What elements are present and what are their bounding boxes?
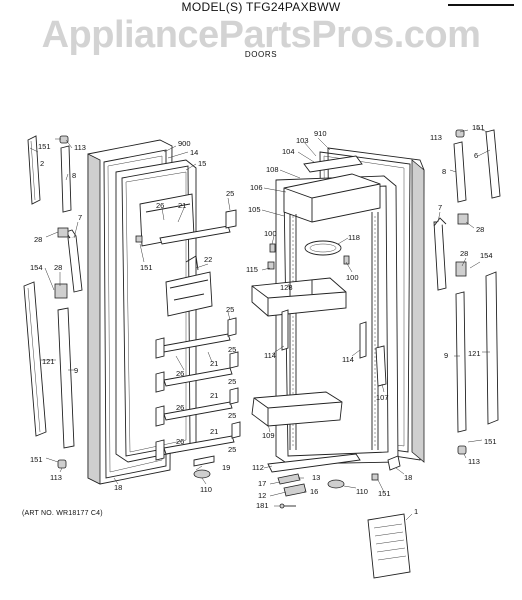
label-25-a: 25 <box>226 189 234 198</box>
label-154-b: 154 <box>480 251 493 260</box>
label-151-e: 151 <box>472 123 485 132</box>
label-17: 17 <box>258 479 266 488</box>
watermark: AppliancePartsPros.com <box>41 14 481 56</box>
label-25-d: 25 <box>228 377 236 386</box>
label-8-a: 8 <box>72 171 76 180</box>
label-7-a: 7 <box>78 213 82 222</box>
label-112: 112 <box>252 463 264 472</box>
label-115: 115 <box>246 265 258 274</box>
header-rule <box>448 4 514 6</box>
label-13: 13 <box>312 473 320 482</box>
label-114-a: 114 <box>264 351 276 360</box>
label-910: 910 <box>314 129 327 138</box>
label-25-e: 25 <box>228 411 236 420</box>
label-26-a: 26 <box>156 201 164 210</box>
label-118: 118 <box>348 233 360 242</box>
label-110-a: 110 <box>200 485 212 494</box>
label-151-d: 151 <box>378 489 391 498</box>
label-21-d: 21 <box>210 427 218 436</box>
label-8-b: 8 <box>442 167 446 176</box>
label-22: 22 <box>204 255 212 264</box>
label-106: 106 <box>250 183 263 192</box>
label-100-a: 100 <box>264 229 277 238</box>
label-109: 109 <box>262 431 275 440</box>
label-14: 14 <box>190 148 198 157</box>
label-121-a: 121 <box>42 357 55 366</box>
label-151-f: 151 <box>484 437 497 446</box>
freezer-door <box>87 139 241 485</box>
label-28-d: 28 <box>460 249 468 258</box>
label-113-d: 113 <box>468 457 480 466</box>
label-1: 1 <box>414 507 418 516</box>
label-114-b: 114 <box>342 355 354 364</box>
label-28-c: 28 <box>476 225 484 234</box>
label-21-c: 21 <box>210 391 218 400</box>
label-25-f: 25 <box>228 445 236 454</box>
label-21-b: 21 <box>210 359 218 368</box>
label-25-b: 25 <box>226 305 234 314</box>
manual-card <box>367 513 411 579</box>
label-12: 12 <box>258 491 266 500</box>
label-15: 15 <box>198 159 206 168</box>
label-6: 6 <box>474 151 478 160</box>
label-100-b: 100 <box>346 273 359 282</box>
label-107: 107 <box>376 393 389 402</box>
art-number: (ART NO. WR18177 C4) <box>22 510 103 517</box>
label-113-c: 113 <box>430 133 442 142</box>
label-103: 103 <box>296 136 309 145</box>
label-21-a: 21 <box>178 201 186 210</box>
label-26-d: 26 <box>176 437 184 446</box>
label-104: 104 <box>282 147 295 156</box>
label-113-a: 113 <box>74 143 86 152</box>
label-181: 181 <box>256 501 269 510</box>
label-900: 900 <box>178 139 191 148</box>
section-title: DOORS <box>244 50 278 59</box>
label-9-a: 9 <box>74 366 78 375</box>
model-title: MODEL(S) TFG24PAXBWW <box>181 0 341 14</box>
label-105: 105 <box>248 205 261 214</box>
left-handle-parts <box>23 135 83 469</box>
label-2: 2 <box>40 159 44 168</box>
right-handle-parts <box>371 129 501 481</box>
label-26-c: 26 <box>176 403 184 412</box>
label-151-c: 151 <box>140 263 153 272</box>
label-110-b: 110 <box>356 487 368 496</box>
leader-lines <box>29 127 491 521</box>
label-25-c: 25 <box>228 345 236 354</box>
label-151-b: 151 <box>30 455 43 464</box>
label-26-b: 26 <box>176 369 184 378</box>
label-18-b: 18 <box>404 473 412 482</box>
label-151-a: 151 <box>38 142 51 151</box>
label-7-b: 7 <box>438 203 442 212</box>
label-113-b: 113 <box>50 473 62 482</box>
label-19: 19 <box>222 463 230 472</box>
label-128: 128 <box>280 283 293 292</box>
label-108: 108 <box>266 165 279 174</box>
label-121-b: 121 <box>468 349 481 358</box>
label-9-b: 9 <box>444 351 448 360</box>
label-154-a: 154 <box>30 263 43 272</box>
fresh-food-door <box>251 147 425 509</box>
part-labels: 151 113 2 8 7 28 154 28 121 9 151 113 90… <box>30 123 497 516</box>
label-16: 16 <box>310 487 318 496</box>
label-18-a: 18 <box>114 483 122 492</box>
label-28-a: 28 <box>34 235 42 244</box>
label-28-b: 28 <box>54 263 62 272</box>
